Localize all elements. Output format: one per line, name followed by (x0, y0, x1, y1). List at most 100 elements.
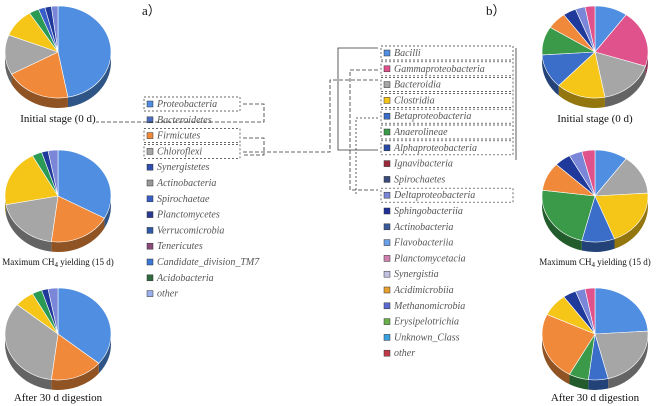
legend-b-swatch-15 (383, 286, 391, 294)
legend-b-label-9: Deltaproteobacteria (393, 190, 475, 201)
legend-a-highlight-0 (143, 96, 241, 112)
legend-b-swatch-19 (383, 349, 391, 357)
legend-b-swatch-14 (383, 270, 391, 278)
legend-a-label-5: Actinobacteria (156, 178, 216, 189)
pie-b-2-side-3 (569, 374, 589, 390)
pie-title-a-0: Initial stage (0 d) (20, 113, 96, 125)
pie-title-a-2: After 30 d digestion (14, 392, 103, 404)
pie-title-b-0: Initial stage (0 d) (557, 113, 633, 125)
legend-b-highlight-4 (380, 108, 514, 124)
legend-b-highlight-5 (380, 124, 514, 140)
legend-b-swatch-18 (383, 334, 391, 341)
legend-a-swatch-9 (146, 242, 154, 250)
connectors-b (337, 47, 517, 195)
legend-a-label-12: other (157, 289, 178, 300)
pie-b-0-slice-9 (584, 5, 596, 53)
legend-a-label-7: Planctomycetes (156, 210, 220, 221)
legend-b-highlight-3 (380, 93, 514, 108)
connector-chloroflexi (243, 79, 378, 153)
legend-a-swatch-11 (146, 274, 154, 282)
pie-b-0-slice-1 (594, 14, 649, 67)
legend-a-highlight-2 (143, 128, 241, 143)
pie-a-2-side-1 (51, 363, 99, 390)
legend-a-swatch-0 (146, 100, 154, 108)
legend-a-label-6: Spirochaetae (157, 194, 210, 205)
legend-a-label-3: Chloroflexi (157, 146, 202, 157)
pie-b-0-side-1 (645, 52, 648, 77)
legend-b-label-17: Erysipelotrichia (393, 317, 459, 328)
legend-a-label-9: Tenericutes (157, 241, 203, 252)
legend-b-swatch-1 (383, 65, 391, 73)
pie-a-2-slice-2 (4, 304, 59, 380)
legend-b-swatch-17 (383, 318, 391, 325)
connector-bacilli (337, 47, 378, 151)
legend-b-label-16: Methanomicrobia (393, 301, 465, 312)
legend-a-swatch-3 (146, 148, 154, 155)
pie-title-b-1: Maximum CH4 yielding (15 d) (539, 257, 651, 269)
pie-a-2-slice-6 (47, 287, 59, 335)
legend-a-label-11: Acidobacteria (156, 273, 214, 284)
pie-b-1-slice-4 (541, 189, 596, 241)
panel-label-a: a） (142, 3, 161, 18)
legend-b-label-10: Sphingobacteriia (394, 206, 463, 217)
pie-b-1-slice-2 (594, 192, 649, 240)
legend-b-label-0: Bacilli (394, 48, 421, 59)
legend-b-label-19: other (394, 348, 415, 359)
pie-a-1-slice-0 (57, 149, 112, 219)
pie-a-2-slice-1 (51, 333, 100, 381)
panel-label-b: b） (486, 3, 506, 18)
legend-b-swatch-8 (383, 176, 391, 183)
connector-proteobacteria (96, 103, 265, 123)
legend-b-swatch-11 (383, 223, 391, 231)
connectors-a (96, 79, 378, 156)
pie-b-2-slice-1 (594, 330, 649, 379)
pie-b-2-side-4 (542, 334, 570, 385)
legend-b-label-13: Planctomycetacia (393, 253, 466, 264)
pie-a-0-slice-7 (51, 5, 59, 53)
connector-bacteroidia (349, 69, 378, 191)
pie-a-2-side-0 (98, 334, 111, 374)
pie-title-b-2: After 30 d digestion (551, 392, 640, 404)
legend-b-label-14: Synergistia (394, 269, 439, 280)
pie-a-0-slice-1 (11, 51, 69, 99)
pie-a-1-slice-6 (47, 149, 59, 197)
legend-a-swatch-7 (146, 211, 154, 218)
legend-b-swatch-5 (383, 128, 391, 136)
pie-b-0-side-2 (604, 66, 646, 108)
pie-a-1-side-2 (5, 204, 52, 252)
pie-a-2-slice-0 (57, 287, 112, 364)
pie-b-1-side-4 (542, 196, 582, 251)
legend-b-swatch-7 (383, 160, 391, 167)
legend-b-highlight-9 (380, 187, 514, 203)
legend-b-swatch-13 (383, 255, 391, 262)
legend-b-label-11: Actinobacteria (393, 222, 453, 233)
pie-a-0-slice-0 (57, 5, 112, 98)
pie-a-1-slice-1 (51, 195, 105, 243)
legend-a-label-0: Proteobacteria (156, 99, 217, 110)
legend-b-swatch-4 (383, 112, 391, 120)
pie-a-1-slice-2 (5, 195, 59, 242)
legend-b-swatch-6 (383, 144, 391, 152)
legend-panel-a: ProteobacteriaBacteroidetesFirmicutesChl… (143, 96, 260, 300)
legend-a-label-8: Verrucomicrobia (157, 225, 224, 236)
pie-b-2-slice-0 (594, 287, 649, 335)
pie-a-0-side-1 (11, 74, 68, 108)
pies-panel-a (4, 5, 112, 390)
legend-b-highlight-1 (380, 61, 514, 77)
legend-b-label-4: Betaproteobacteria (394, 111, 471, 122)
connector-firmicutes (242, 137, 265, 156)
legend-b-swatch-0 (383, 49, 391, 57)
connector-betaproteobacteria (355, 117, 378, 195)
legend-b-swatch-3 (383, 97, 391, 104)
legend-a-label-10: Candidate_division_TM7 (157, 257, 260, 268)
legend-b-label-15: Acidimicrobiia (393, 285, 454, 296)
pies-panel-b (541, 5, 649, 391)
legend-b-swatch-9 (383, 191, 391, 199)
legend-a-swatch-5 (146, 179, 154, 187)
pie-a-0-side-0 (67, 52, 111, 108)
legend-b-label-2: Bacteroidia (394, 80, 441, 91)
pie-b-0-slice-2 (594, 51, 646, 98)
pie-title-a-1: Maximum CH4 yielding (15 d) (2, 257, 114, 269)
legend-b-label-6: Alphaproteobacteria (393, 143, 477, 154)
